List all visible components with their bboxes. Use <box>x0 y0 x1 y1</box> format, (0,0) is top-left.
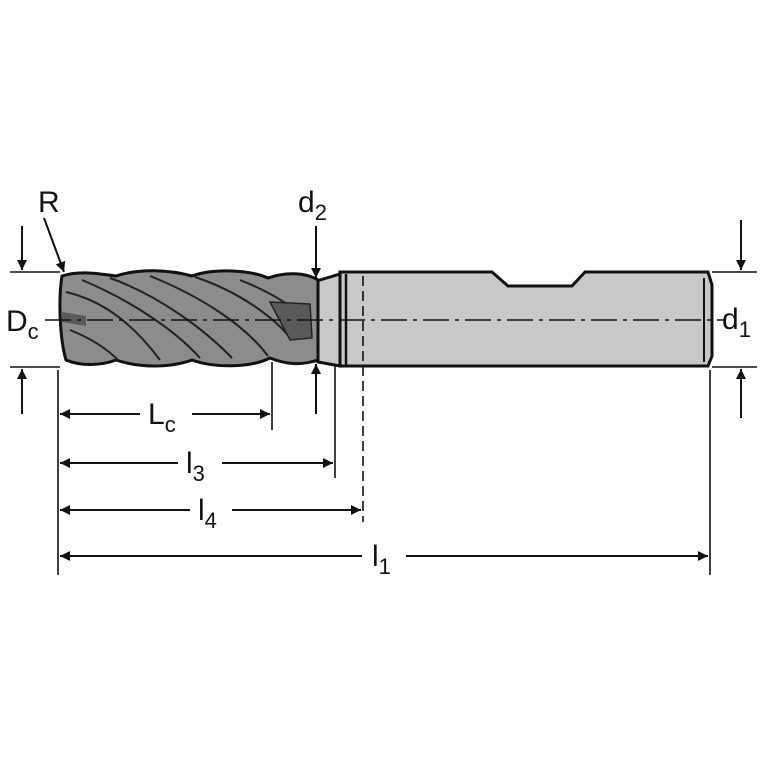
label-l1: l1 <box>372 540 391 579</box>
tool-body <box>58 269 714 368</box>
label-dc-main: D <box>6 305 28 338</box>
shank <box>338 270 714 368</box>
label-dc: Dc <box>6 305 39 344</box>
r-leader <box>43 217 66 273</box>
label-l4-main: l <box>198 494 205 527</box>
extension-lines <box>10 271 757 575</box>
label-r: R <box>38 186 60 219</box>
label-lc-sub: c <box>165 412 176 437</box>
label-l3-sub: 3 <box>193 461 205 486</box>
label-d2: d2 <box>298 186 327 225</box>
label-l1-sub: 1 <box>379 554 391 579</box>
label-lc: Lc <box>148 398 176 437</box>
label-l3-main: l <box>186 447 193 480</box>
label-d2-sub: 2 <box>315 200 327 225</box>
label-l4: l4 <box>198 494 217 533</box>
flute-body <box>58 269 320 368</box>
label-l3: l3 <box>186 447 205 486</box>
label-d1: d1 <box>722 303 751 342</box>
helical-flutes <box>62 275 313 361</box>
label-l1-main: l <box>372 540 379 573</box>
label-d1-main: d <box>722 303 739 336</box>
label-l4-sub: 4 <box>205 508 217 533</box>
label-dc-sub: c <box>28 319 39 344</box>
label-lc-main: L <box>148 398 165 431</box>
label-d2-main: d <box>298 186 315 219</box>
label-d1-sub: 1 <box>739 317 751 342</box>
